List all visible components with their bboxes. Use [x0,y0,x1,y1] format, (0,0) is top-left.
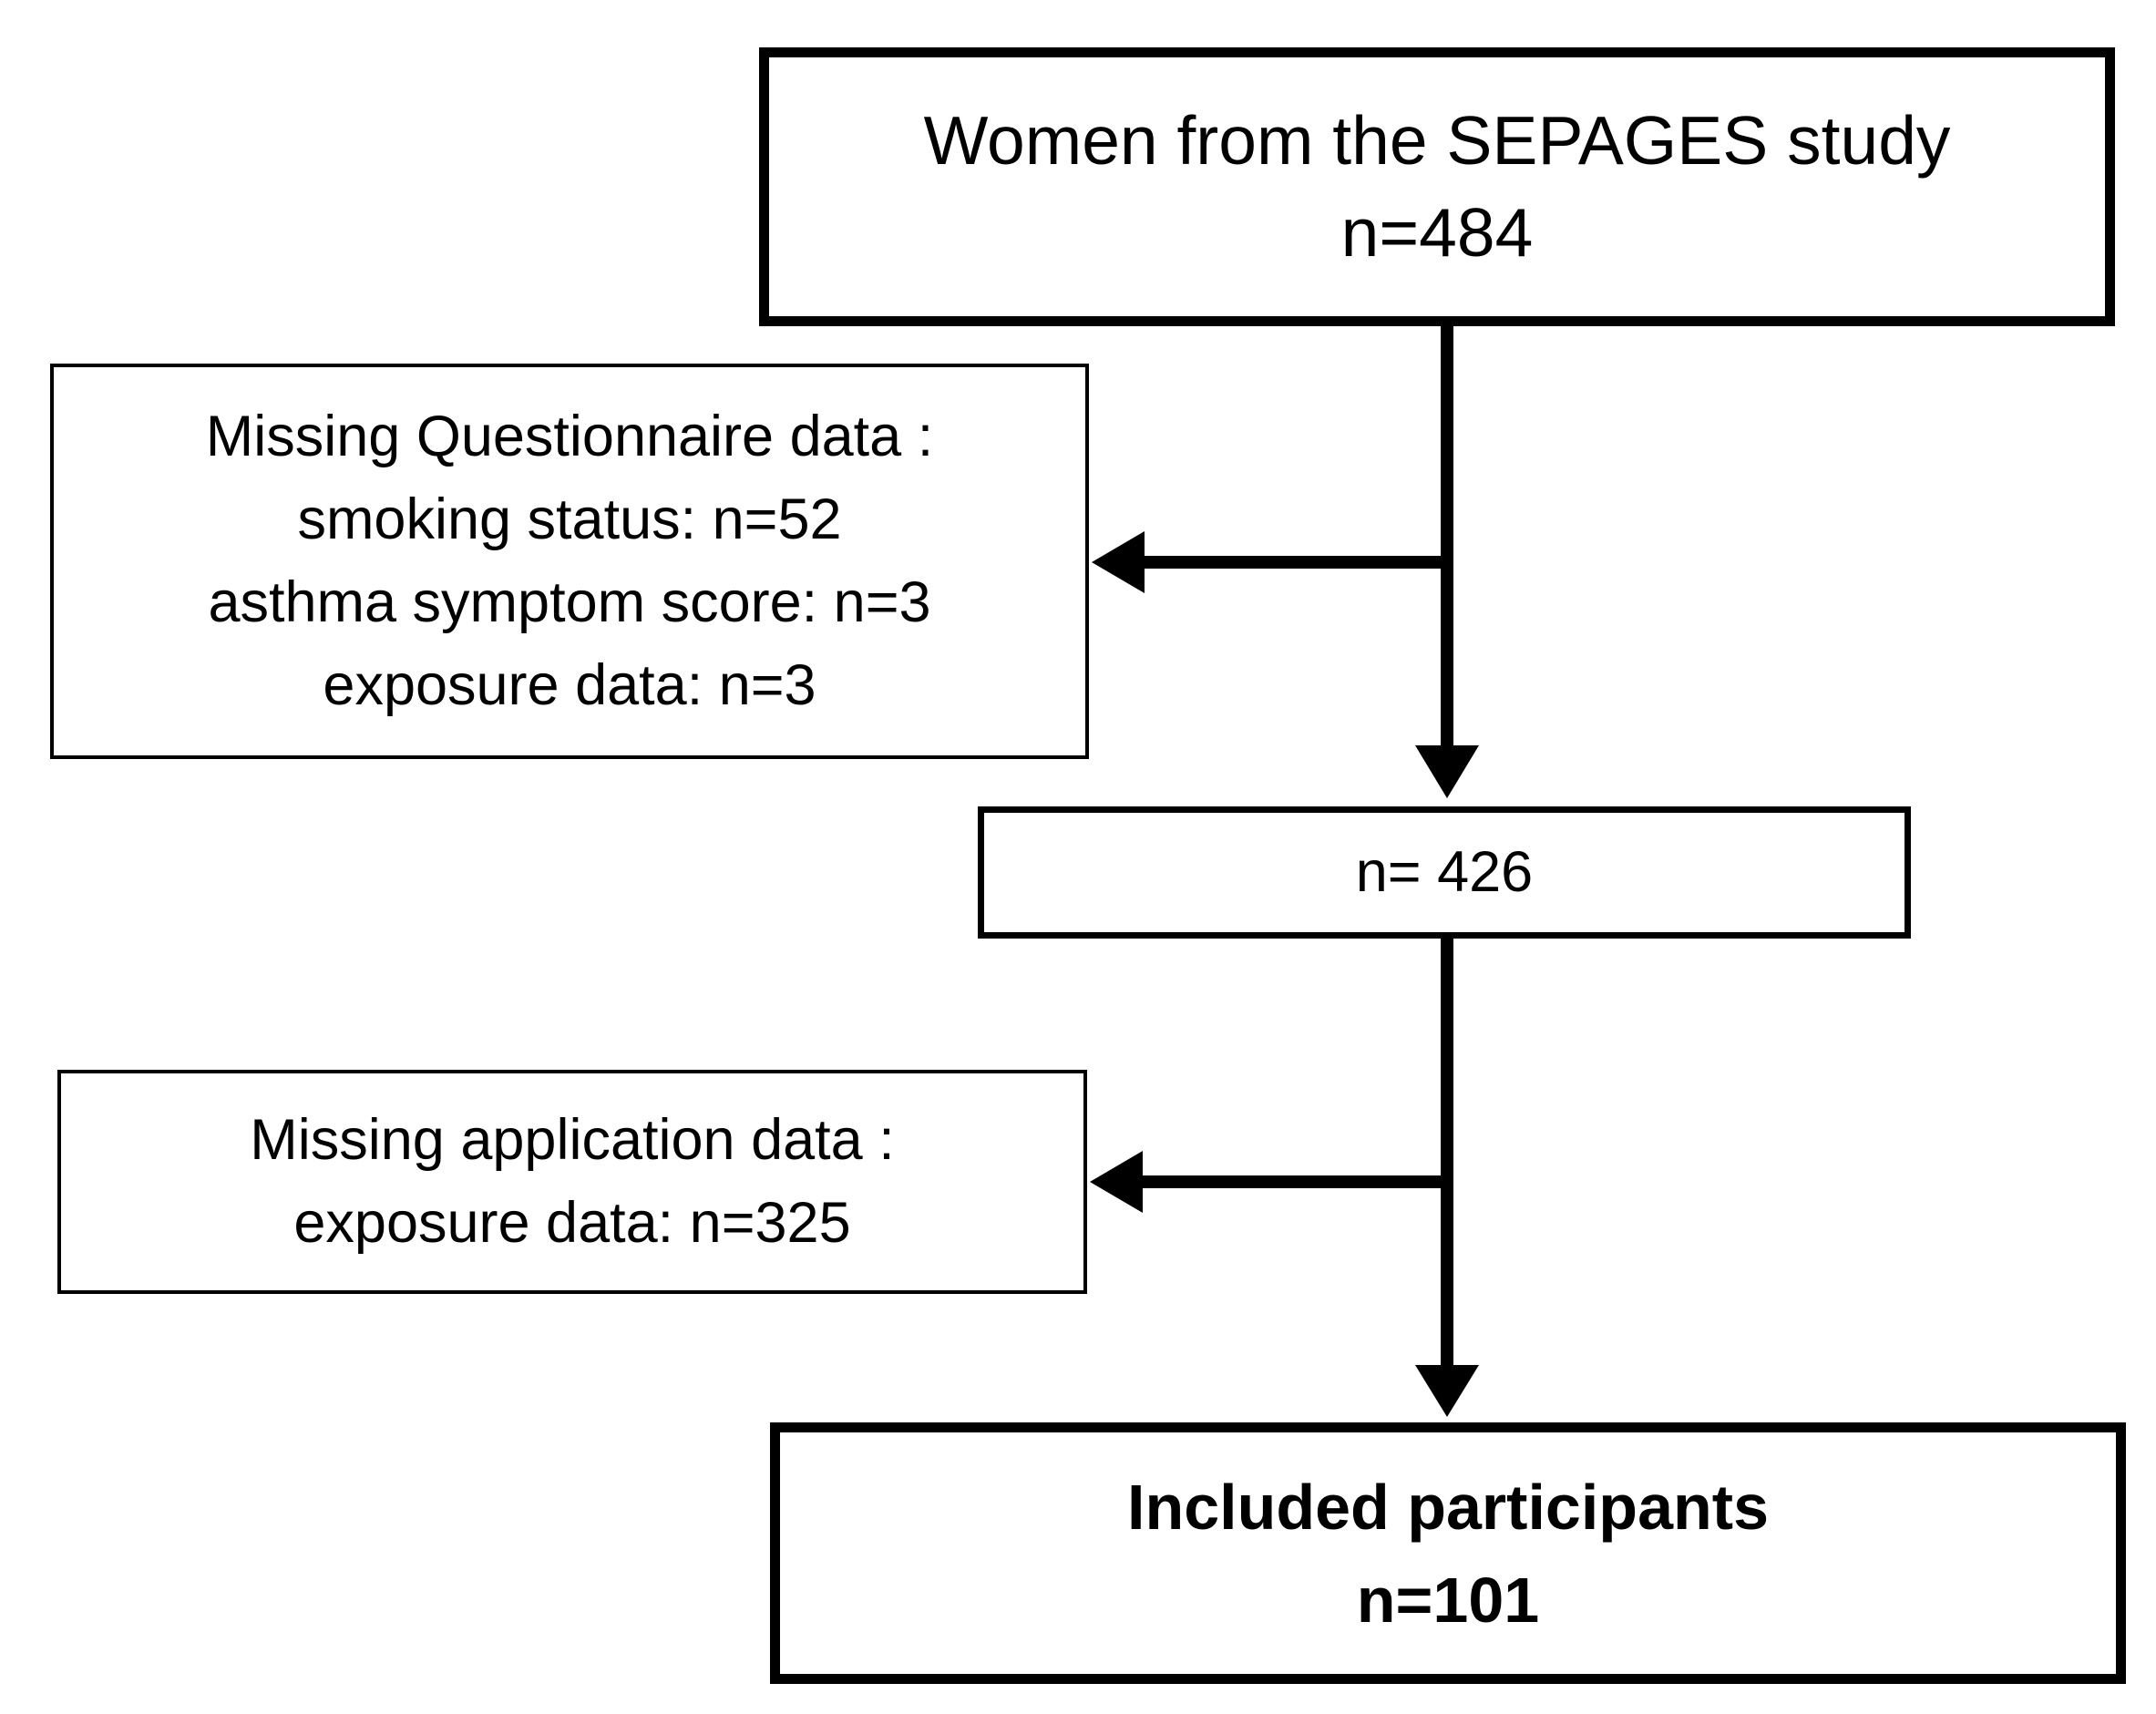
included-participants-box: Included participants n=101 [770,1422,2126,1684]
study-population-label: Women from the SEPAGES study [923,102,1951,179]
asthma-score-missing: asthma symptom score: n=3 [208,570,931,634]
included-participants-count: n=101 [1356,1564,1540,1636]
arrowhead-to-application-exclusion [1090,1151,1143,1213]
application-exclusion-box: Missing application data : exposure data… [57,1070,1087,1294]
arrowhead-to-included [1415,1365,1479,1417]
included-participants-label: Included participants [1127,1471,1769,1543]
exposure-data-missing: exposure data: n=3 [323,653,816,717]
study-population-count: n=484 [1340,194,1534,271]
arrowhead-to-questionnaire-exclusion [1092,531,1145,593]
smoking-status-missing: smoking status: n=52 [297,488,842,551]
arrowhead-to-intermediate [1415,745,1479,798]
application-exclusion-heading: Missing application data : [250,1108,895,1172]
intermediate-count-box: n= 426 [978,806,1911,939]
questionnaire-exclusion-box: Missing Questionnaire data : smoking sta… [50,364,1089,759]
study-population-box: Women from the SEPAGES study n=484 [759,47,2115,326]
application-exposure-missing: exposure data: n=325 [293,1191,851,1255]
intermediate-count: n= 426 [1355,840,1534,904]
questionnaire-exclusion-heading: Missing Questionnaire data : [205,405,934,468]
